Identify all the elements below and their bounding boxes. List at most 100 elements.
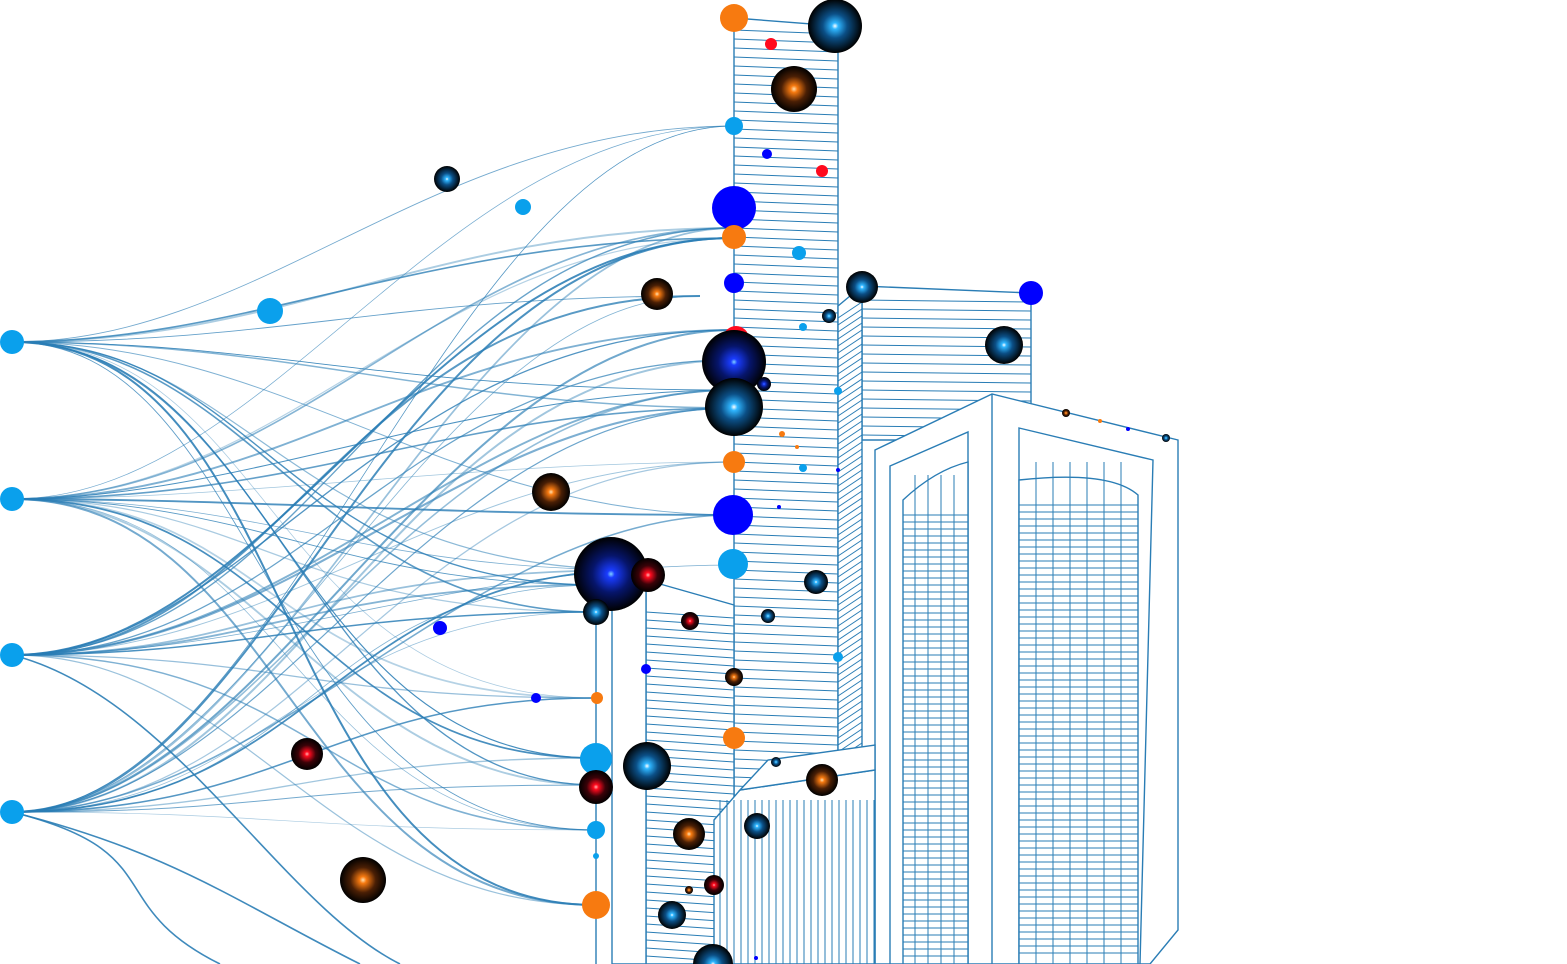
network-node — [531, 693, 541, 703]
network-node — [641, 664, 651, 674]
glowing-node — [808, 0, 862, 53]
network-node — [0, 330, 24, 354]
floor-line — [645, 707, 735, 715]
floor-line — [733, 722, 839, 728]
network-node — [723, 727, 745, 749]
link-curve — [11, 811, 597, 831]
glowing-node — [291, 738, 323, 770]
floor-line — [861, 380, 1032, 384]
link-curve — [11, 461, 735, 656]
floor-line — [733, 128, 839, 134]
hatch-line — [837, 413, 863, 431]
link-curve — [11, 341, 735, 516]
glowing-node — [846, 271, 878, 303]
floor-line — [645, 683, 735, 691]
link-curve — [11, 498, 735, 516]
network-node — [515, 199, 531, 215]
network-node — [833, 652, 843, 662]
hatch-line — [837, 399, 863, 417]
floor-line — [645, 627, 735, 635]
floor-line — [733, 254, 839, 260]
tower-front-curve-left — [902, 461, 969, 964]
link-curve — [11, 295, 701, 813]
network-node — [723, 451, 745, 473]
floor-line — [861, 362, 1032, 366]
hatch-line — [837, 623, 863, 641]
network-node — [718, 549, 748, 579]
link-curve — [11, 611, 597, 656]
hatch-line — [837, 364, 863, 382]
glowing-node — [804, 570, 828, 594]
hatch-line — [837, 539, 863, 557]
floor-line — [733, 452, 839, 458]
tower-front-floors-right — [1019, 504, 1138, 954]
tower-main-floors — [733, 29, 839, 953]
hatch-line — [837, 595, 863, 613]
network-node — [0, 643, 24, 667]
glowing-node — [757, 377, 771, 391]
floor-line — [733, 182, 839, 188]
floor-line — [733, 560, 839, 566]
floor-line — [733, 173, 839, 179]
floor-line — [733, 47, 839, 53]
link-curve — [11, 295, 701, 656]
network-node — [722, 225, 746, 249]
hatch-line — [837, 602, 863, 620]
glowing-node — [579, 770, 613, 804]
link-curve — [11, 236, 735, 814]
link-curve — [11, 227, 735, 813]
link-curve — [11, 389, 735, 813]
floor-line — [733, 236, 839, 242]
hatch-line — [837, 532, 863, 550]
floor-line — [733, 470, 839, 476]
glowing-node — [434, 166, 460, 192]
glowing-node — [705, 378, 763, 436]
hatch-line — [837, 504, 863, 522]
floor-line — [733, 650, 839, 656]
link-curve — [11, 811, 221, 964]
hatch-line — [837, 469, 863, 487]
link-curve — [11, 498, 597, 831]
hatch-line — [837, 588, 863, 606]
hatch-line — [837, 567, 863, 585]
glowing-node — [1062, 409, 1070, 417]
link-curve — [11, 341, 735, 409]
link-curve — [11, 811, 361, 964]
floor-line — [733, 668, 839, 674]
link-curve — [11, 407, 735, 500]
hatch-line — [837, 357, 863, 375]
floor-line — [861, 299, 1032, 303]
link-curve — [11, 341, 597, 906]
floor-line — [645, 787, 735, 795]
glowing-node — [631, 558, 665, 592]
link-curve — [11, 461, 735, 500]
hatch-line — [837, 301, 863, 319]
network-node — [433, 621, 447, 635]
hatch-line — [837, 574, 863, 592]
floor-line — [733, 137, 839, 143]
link-curve — [11, 406, 735, 657]
network-nodes — [0, 0, 1170, 964]
hatch-line — [837, 427, 863, 445]
link-curve — [11, 498, 597, 699]
hatch-line — [837, 497, 863, 515]
floor-line — [733, 533, 839, 539]
hatch-line — [837, 343, 863, 361]
floor-line — [733, 551, 839, 557]
glowing-node — [1162, 434, 1170, 442]
hatch-line — [837, 476, 863, 494]
link-curve — [11, 584, 601, 813]
link-curve — [11, 757, 597, 813]
floor-line — [733, 299, 839, 305]
link-curve — [11, 498, 597, 906]
floor-line — [733, 542, 839, 548]
floor-line — [733, 281, 839, 287]
tower-front-curve-right — [1018, 476, 1139, 964]
floor-line — [861, 371, 1032, 375]
network-node — [779, 431, 785, 437]
floor-line — [733, 524, 839, 530]
floor-line — [733, 488, 839, 494]
network-node — [1019, 281, 1043, 305]
floor-line — [733, 443, 839, 449]
